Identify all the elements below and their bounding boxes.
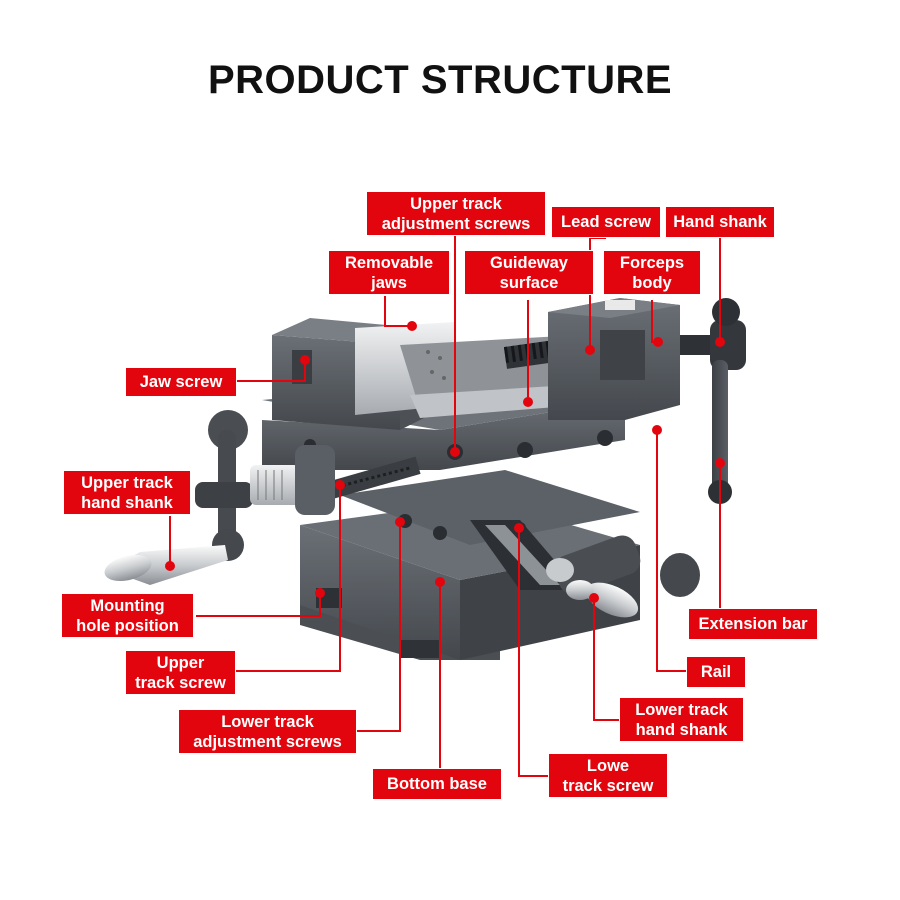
label-lower-track-adjustment-screws: Lower track adjustment screws [178, 709, 357, 754]
label-hand-shank: Hand shank [665, 206, 775, 238]
label-rail: Rail [686, 656, 746, 688]
label-lowe-track-screw: Lowe track screw [548, 753, 668, 798]
label-removable-jaws: Removable jaws [328, 250, 450, 295]
label-forceps-body: Forceps body [603, 250, 701, 295]
label-guideway-surface: Guideway surface [464, 250, 594, 295]
label-lower-track-hand-shank: Lower track hand shank [619, 697, 744, 742]
hand-shank-part [680, 298, 746, 504]
lower-hand-shank-part [546, 535, 700, 618]
leader-dots [165, 321, 725, 603]
label-mounting-hole-position: Mounting hole position [61, 593, 194, 638]
upper-hand-shank-part [104, 410, 335, 585]
jaw-plates-part [355, 322, 580, 418]
label-upper-track-adjustment-screws: Upper track adjustment screws [366, 191, 546, 236]
label-jaw-screw: Jaw screw [125, 367, 237, 397]
page-title: PRODUCT STRUCTURE [207, 58, 673, 102]
label-extension-bar: Extension bar [688, 608, 818, 640]
label-upper-track-screw: Upper track screw [125, 650, 236, 695]
label-bottom-base: Bottom base [372, 768, 502, 800]
label-lead-screw: Lead screw [551, 206, 661, 238]
leader-lines [169, 236, 721, 777]
label-upper-track-hand-shank: Upper track hand shank [63, 470, 191, 515]
forceps-body-part [548, 298, 680, 420]
